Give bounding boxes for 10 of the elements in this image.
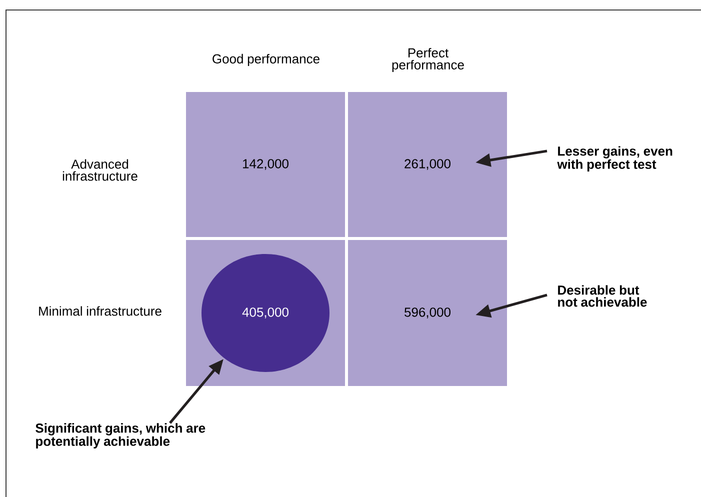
row-header: Minimal infrastructure (39, 306, 162, 316)
callout-text: Lesser gains, even with perfect test (557, 146, 672, 172)
column-header: Good performance (212, 54, 320, 66)
matrix-cell: 142,000 (186, 92, 345, 237)
callout-text: Desirable but not achievable (558, 285, 647, 307)
matrix-cell: 261,000 (348, 92, 507, 237)
callout-text: Significant gains, which are potentially achievable (36, 423, 206, 448)
matrix-cell: 596,000 (348, 240, 507, 386)
row-header: Advanced infrastructure (62, 159, 138, 181)
column-header: Perfect performance (392, 48, 464, 72)
